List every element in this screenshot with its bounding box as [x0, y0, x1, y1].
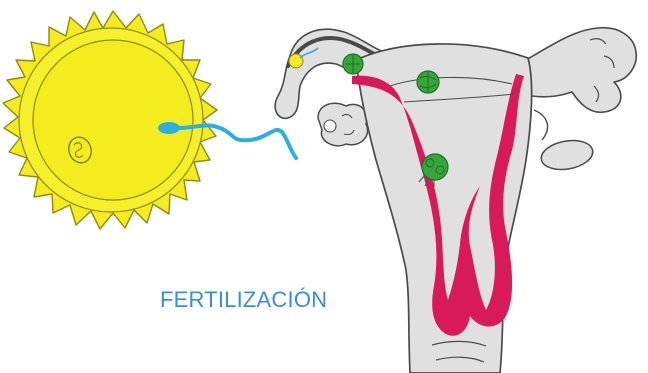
uterus-icon: [275, 28, 636, 373]
right-ovary: [539, 137, 595, 174]
zygote-stage-2-icon: [343, 54, 363, 74]
egg-cell-icon: [3, 11, 217, 229]
egg-membrane: [33, 40, 193, 200]
zygote-stage-3-icon: [417, 71, 439, 93]
sperm-head: [158, 122, 180, 134]
right-fallopian-tube: [522, 28, 636, 113]
caption-fertilization: FERTILIZACIÓN: [160, 287, 327, 313]
